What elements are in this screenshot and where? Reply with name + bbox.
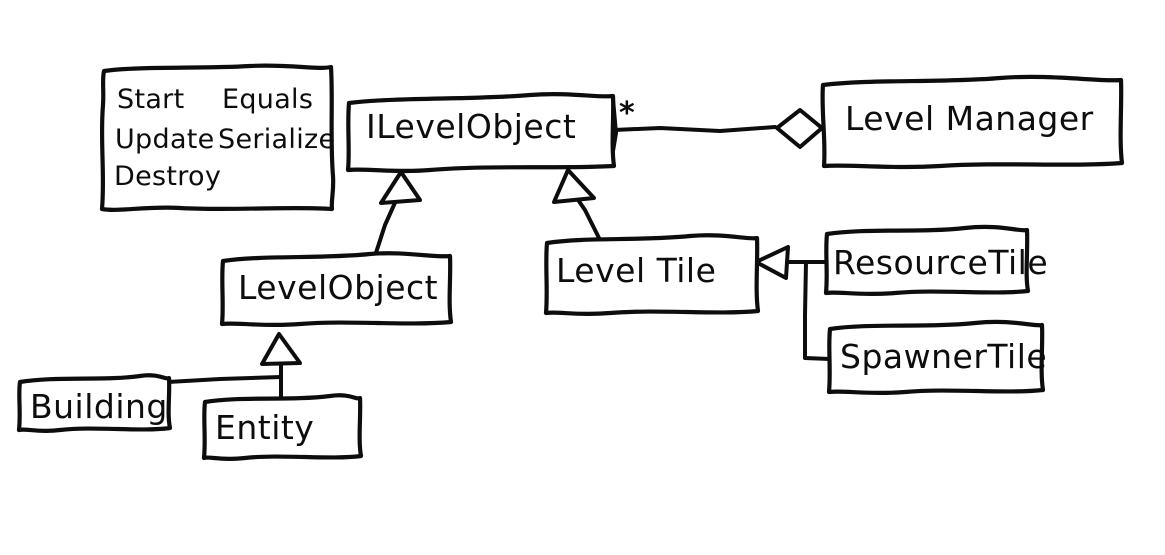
levelobject-box[interactable]: [219, 251, 454, 328]
edge-aggregation-line: [612, 125, 777, 133]
resourcetile-box[interactable]: [823, 224, 1031, 297]
generalization-arrowhead-icon: [552, 168, 596, 204]
building-box[interactable]: [16, 373, 173, 434]
methods-box[interactable]: [99, 63, 336, 212]
spawnertile-box[interactable]: [826, 319, 1046, 396]
ilevelobject-box[interactable]: [345, 92, 617, 174]
aggregation-diamond-icon: [775, 108, 824, 149]
edge-building-line: [166, 375, 283, 384]
entity-box[interactable]: [201, 393, 364, 462]
leveltile-box[interactable]: [543, 233, 761, 317]
generalization-arrowhead-icon: [260, 332, 302, 366]
generalization-arrowhead-icon: [379, 170, 422, 205]
edge-tiles-junction-line: [803, 260, 832, 361]
levelmanager-box[interactable]: [820, 74, 1125, 170]
generalization-arrowhead-icon: [754, 245, 790, 280]
edge-levelobject-line: [371, 194, 400, 264]
